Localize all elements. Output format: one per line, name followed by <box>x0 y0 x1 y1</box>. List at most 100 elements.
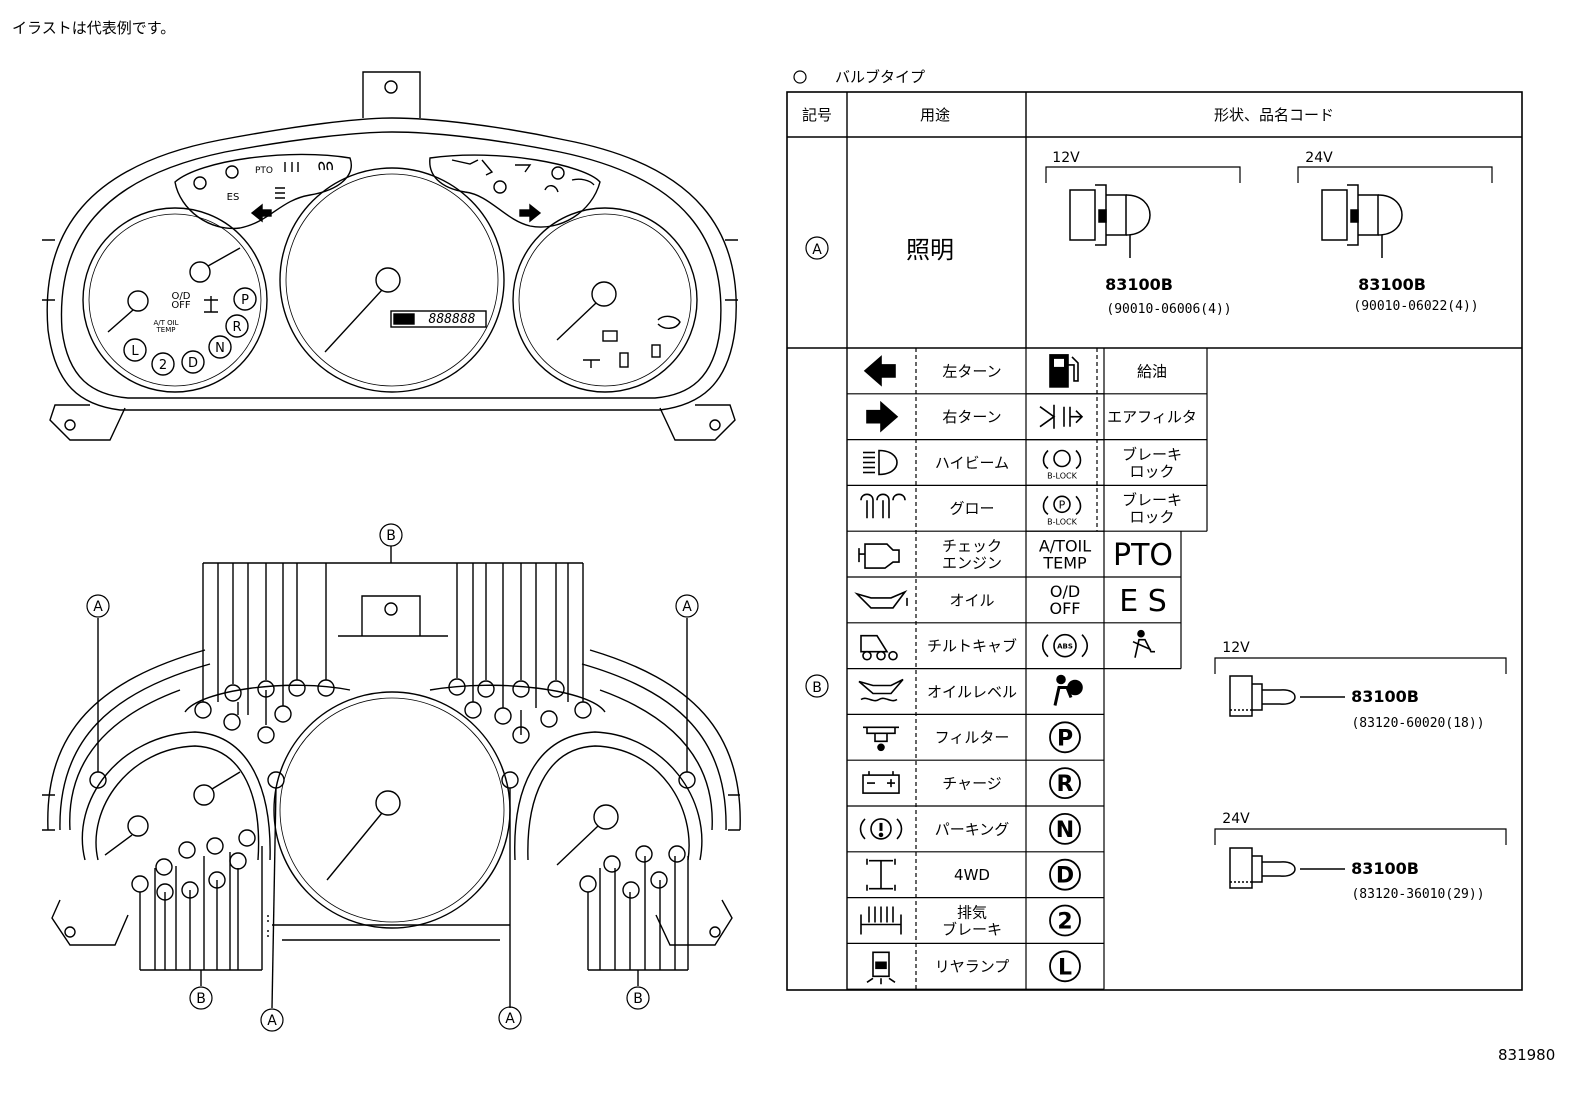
gear-R-icon: R <box>1049 767 1081 799</box>
usage-label: ブレーキ <box>942 920 1002 938</box>
es-label: ES <box>227 192 240 203</box>
usage-label: 4WD <box>954 866 990 884</box>
seat-belt-icon <box>1132 629 1155 658</box>
usage-label: チャージ <box>942 775 1002 793</box>
svg-text:A: A <box>93 599 103 615</box>
row-a-symbol: A <box>812 242 822 258</box>
illustration-note: イラストは代表例です。 <box>12 19 176 37</box>
gear-letter: D <box>188 356 198 371</box>
indicator-text: O/D <box>1050 582 1080 601</box>
filter-icon <box>863 726 899 752</box>
usage-label: 右ターン <box>942 408 1001 426</box>
callout-a-right: A <box>675 594 699 618</box>
row-b-24v-code: (83120-36010(29)) <box>1351 887 1484 902</box>
gear-letter: N <box>1056 818 1074 843</box>
tilt-cab-icon <box>860 634 898 661</box>
indicator-big-text: E S <box>1119 584 1167 619</box>
callout-a-bottom-2: A <box>498 1006 522 1030</box>
usage-label: ロック <box>1129 462 1174 480</box>
odometer-digits: 888888 <box>429 312 476 327</box>
gear-L-icon: L <box>1049 950 1081 983</box>
p-letter: P <box>1059 498 1066 511</box>
abs-label: ABS <box>1057 643 1073 651</box>
gear-letter: R <box>232 320 241 335</box>
brake-lock-p-icon: P B-LOCK <box>1042 495 1082 526</box>
legend-title: バルブタイプ <box>835 68 925 86</box>
gear-letter: L <box>131 344 139 359</box>
usage-label: エアフィルタ <box>1107 408 1197 426</box>
usage-label: ブレーキ <box>1122 445 1182 463</box>
callout-a-bottom-1: A <box>260 1008 284 1032</box>
row-b-24v: 24V <box>1222 811 1250 827</box>
abs-icon: ABS <box>1041 633 1089 658</box>
parking-brake-icon <box>859 818 903 840</box>
cluster-front-view <box>42 71 738 441</box>
warning-panel-right <box>429 154 601 228</box>
row-a-24v: 24V <box>1305 150 1333 166</box>
gear-letter: P <box>241 293 249 308</box>
gear-letter: D <box>1056 864 1074 889</box>
at-oil-line2: TEMP <box>156 326 176 334</box>
gear-letter: N <box>215 341 225 356</box>
gear-letter: 2 <box>1057 910 1072 935</box>
svg-text:A: A <box>267 1013 277 1029</box>
svg-text:B: B <box>196 991 206 1007</box>
callout-b-top: B <box>379 523 403 547</box>
oil-can-icon <box>854 589 908 609</box>
indicator-text: TEMP <box>1042 553 1087 572</box>
gear-letter: R <box>1057 772 1074 797</box>
row-b-12v-part: 83100B <box>1351 687 1419 706</box>
warning-panel-left <box>174 153 352 230</box>
usage-label: グロー <box>949 500 994 518</box>
bulb-b-24v-drawing <box>1229 847 1345 889</box>
usage-label: オイル <box>949 591 994 609</box>
indicator-big-text: PTO <box>1113 538 1173 573</box>
gear-D-icon: D <box>1049 858 1081 891</box>
cluster-rear-view <box>42 546 741 1009</box>
callout-a-left: A <box>86 594 110 618</box>
check-engine-icon <box>858 543 900 569</box>
cluster-label-group: P R N D 2 L O/D OFF A/T OIL TEMP PTO ES … <box>131 166 475 373</box>
fuel-pump-icon <box>1049 354 1079 388</box>
svg-text:A: A <box>505 1011 515 1027</box>
oil-level-icon <box>858 678 904 702</box>
row-b-12v: 12V <box>1222 640 1250 656</box>
b-lock-sub: B-LOCK <box>1047 517 1077 526</box>
svg-text:B: B <box>386 528 396 544</box>
gear-letter: 2 <box>159 358 167 373</box>
svg-text:B: B <box>633 991 643 1007</box>
gear-letter: P <box>1057 726 1073 751</box>
callout-b-bottom-left: B <box>189 986 213 1010</box>
row-a-12v-code: (90010-06006(4)) <box>1106 302 1231 317</box>
row-a-12v: 12V <box>1052 150 1080 166</box>
row-a-24v-part: 83100B <box>1358 275 1426 294</box>
battery-icon <box>862 771 900 794</box>
header-usage: 用途 <box>920 106 950 124</box>
high-beam-icon <box>863 449 898 476</box>
usage-label: チルトキャブ <box>927 637 1017 655</box>
row-a-usage: 照明 <box>906 236 954 264</box>
usage-label: チェック <box>942 537 1002 555</box>
usage-label: リヤランプ <box>935 958 1010 976</box>
row-b-24v-part: 83100B <box>1351 859 1419 878</box>
bulb-a-12v-drawing <box>1069 184 1151 258</box>
od-off-line2: OFF <box>171 300 191 311</box>
usage-label: パーキング <box>935 820 1010 838</box>
usage-label: 排気 <box>957 903 987 921</box>
right-arrow-icon <box>866 400 899 433</box>
pto-label: PTO <box>255 166 273 176</box>
gear-letter: L <box>1058 955 1072 980</box>
cluster-illustrations: B A A B B A A P R N D 2 L O/D OFF A/T OI… <box>42 71 741 1032</box>
od-off-line1: O/D <box>172 291 191 302</box>
indicator-text: OFF <box>1050 599 1081 618</box>
header-shape-code: 形状、品名コード <box>1214 106 1334 124</box>
4wd-icon <box>866 858 896 891</box>
row-a-12v-part: 83100B <box>1105 275 1173 294</box>
usage-label: ハイビーム <box>935 454 1009 472</box>
bulb-a-24v-drawing <box>1321 184 1403 258</box>
usage-label: 左ターン <box>942 362 1001 380</box>
glow-plug-icon <box>860 493 906 519</box>
callout-b-bottom-right: B <box>626 986 650 1010</box>
